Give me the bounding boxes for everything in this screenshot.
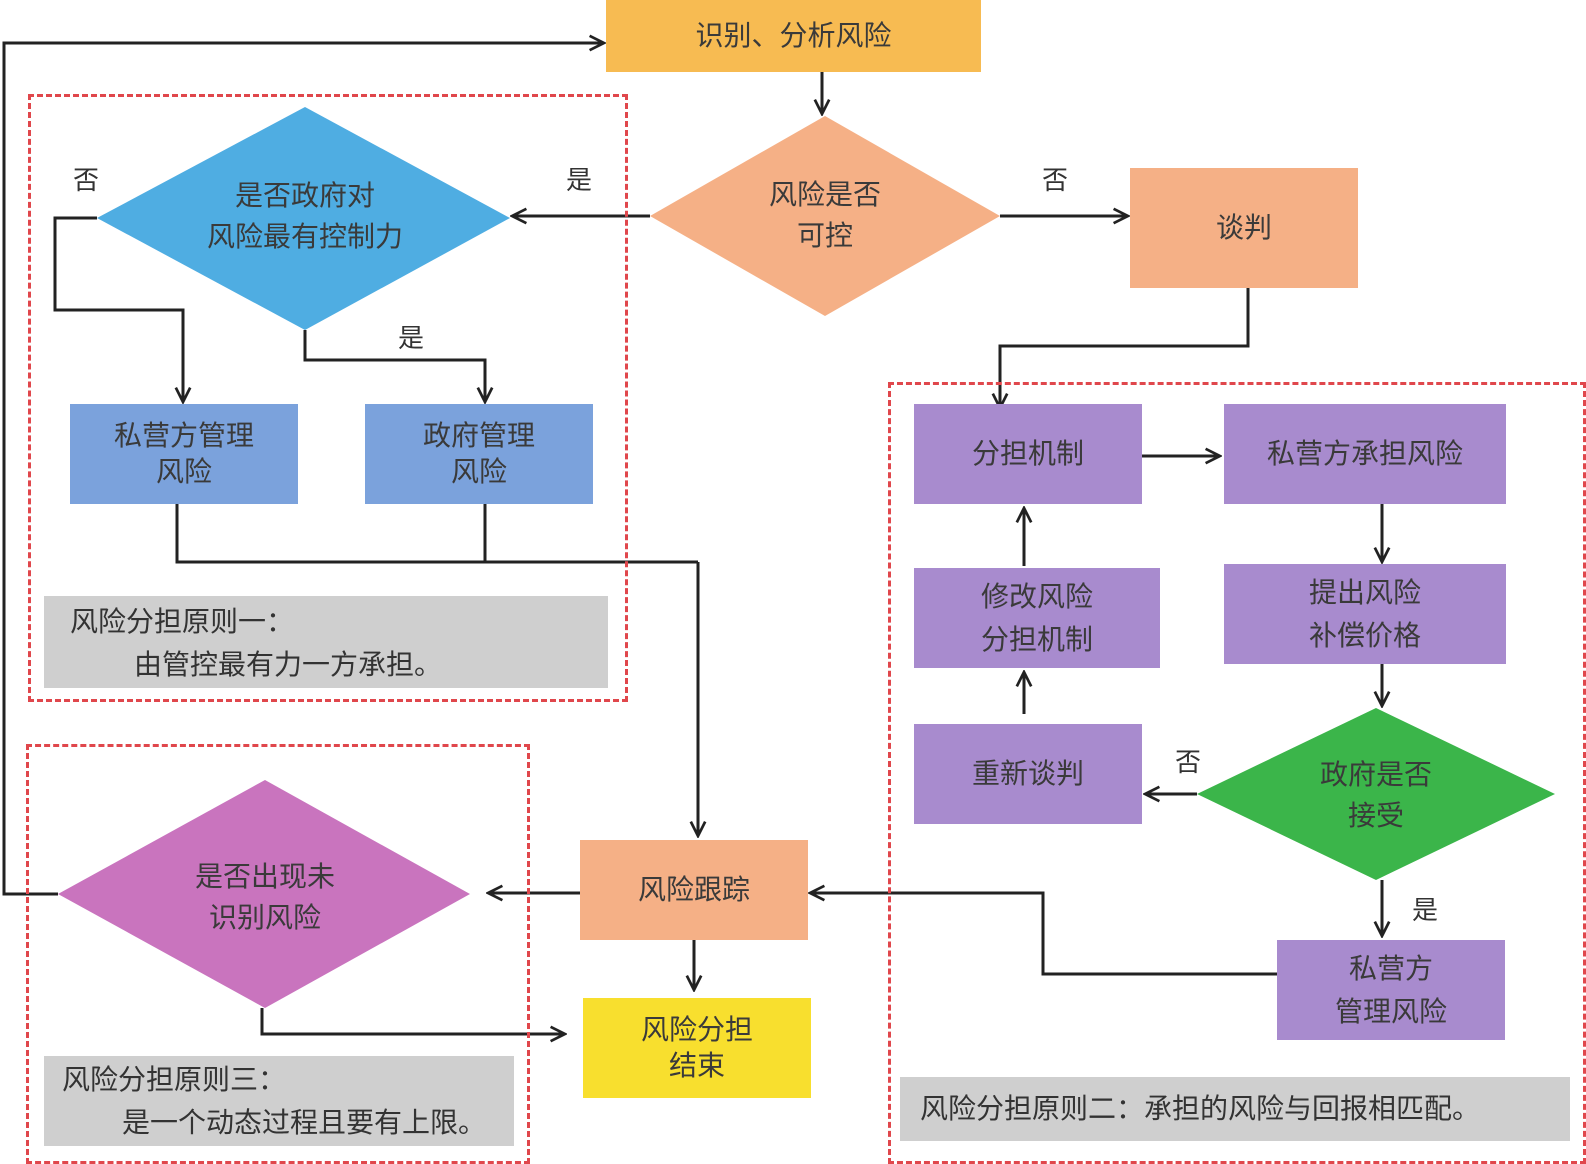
label-yes-controllable: 是 (566, 166, 593, 196)
end-node: 风险分担 结束 (583, 998, 811, 1098)
gov-manage-line2: 风险 (450, 455, 507, 488)
share-mechanism-node: 分担机制 (914, 404, 1142, 504)
label-no-govcontrol: 否 (73, 166, 100, 196)
controllable-diamond (650, 116, 1000, 316)
controllable-text: 风险是否 可控 (725, 176, 925, 256)
gov-control-line1: 是否政府对 (234, 179, 375, 213)
principle1-region (28, 94, 628, 702)
controllable-line1: 风险是否 (768, 178, 881, 212)
arrow-unidentified-to-end (260, 1008, 565, 1034)
risk-tracking-text: 风险跟踪 (637, 872, 750, 906)
negotiate-node: 谈判 (1130, 168, 1358, 288)
unidentified-text: 是否出现未 识别风险 (150, 856, 380, 940)
gov-control-text: 是否政府对 风险最有控制力 (175, 175, 435, 259)
negotiate-text: 谈判 (1215, 210, 1272, 244)
end-line1: 风险分担 (640, 1012, 753, 1046)
gov-accept-diamond (1197, 708, 1555, 880)
share-mechanism-text: 分担机制 (971, 436, 1084, 470)
principle3-line1: 风险分担原则三： (62, 1063, 287, 1096)
controllable-line2: 可控 (796, 219, 853, 252)
private-manage-node-1: 私营方管理 风险 (70, 404, 298, 504)
private-bear-node: 私营方承担风险 (1224, 404, 1506, 504)
gov-accept-line1: 政府是否 (1319, 758, 1432, 792)
modify-mechanism-line1: 修改风险 (980, 579, 1093, 613)
arrow-govcontrol-no-to-private (53, 216, 183, 402)
gov-accept-text: 政府是否 接受 (1276, 754, 1476, 838)
propose-price-node: 提出风险 补偿价格 (1224, 564, 1506, 664)
arrow-unidentified-yes-to-identify (2, 43, 604, 896)
principle3-line2: 是一个动态过程且要有上限。 (122, 1106, 487, 1140)
line-private-to-tracking (175, 504, 698, 564)
principle2-note: 风险分担原则二：承担的风险与回报相匹配。 (900, 1077, 1570, 1141)
principle1-note: 风险分担原则一： 由管控最有力一方承担。 (44, 596, 608, 688)
principle2-region (888, 382, 1586, 1164)
label-yes-govcontrol: 是 (398, 324, 425, 354)
unidentified-line2: 识别风险 (208, 901, 321, 934)
propose-price-line2: 补偿价格 (1308, 619, 1421, 652)
modify-mechanism-line2: 分担机制 (980, 623, 1093, 656)
private-manage-2-line1: 私营方 (1348, 951, 1433, 985)
arrow-negotiate-to-mechanism (1000, 288, 1250, 408)
unidentified-line1: 是否出现未 (194, 860, 335, 894)
identify-risk-node: 识别、分析风险 (606, 0, 981, 72)
gov-accept-line2: 接受 (1347, 799, 1404, 832)
private-manage-2-line2: 管理风险 (1334, 995, 1447, 1028)
risk-tracking-node: 风险跟踪 (580, 840, 808, 940)
principle1-line1: 风险分担原则一： (70, 605, 295, 638)
principle2-text: 风险分担原则二：承担的风险与回报相匹配。 (920, 1092, 1481, 1125)
private-manage-1-line1: 私营方管理 (113, 418, 254, 452)
label-no-govaccept: 否 (1175, 748, 1202, 778)
principle3-note: 风险分担原则三： 是一个动态过程且要有上限。 (44, 1056, 514, 1146)
gov-control-diamond (97, 107, 510, 330)
renegotiate-text: 重新谈判 (971, 756, 1084, 790)
arrow-govcontrol-yes-to-gov (303, 330, 485, 402)
end-line2: 结束 (668, 1049, 725, 1082)
gov-manage-line1: 政府管理 (422, 418, 535, 452)
identify-risk-text: 识别、分析风险 (695, 18, 892, 52)
private-manage-node-2: 私营方 管理风险 (1277, 940, 1505, 1040)
gov-manage-node: 政府管理 风险 (365, 404, 593, 504)
modify-mechanism-node: 修改风险 分担机制 (914, 568, 1160, 668)
principle1-line2: 由管控最有力一方承担。 (134, 648, 443, 682)
label-no-controllable: 否 (1042, 166, 1069, 196)
label-yes-govaccept: 是 (1412, 896, 1439, 926)
gov-control-line2: 风险最有控制力 (206, 220, 403, 253)
propose-price-line1: 提出风险 (1308, 575, 1421, 609)
principle3-region (26, 744, 530, 1164)
unidentified-diamond (58, 780, 470, 1008)
private-bear-text: 私营方承担风险 (1266, 436, 1463, 470)
private-manage-1-line2: 风险 (155, 455, 212, 488)
renegotiate-node: 重新谈判 (914, 724, 1142, 824)
arrow-private2-to-tracking (810, 893, 1277, 976)
